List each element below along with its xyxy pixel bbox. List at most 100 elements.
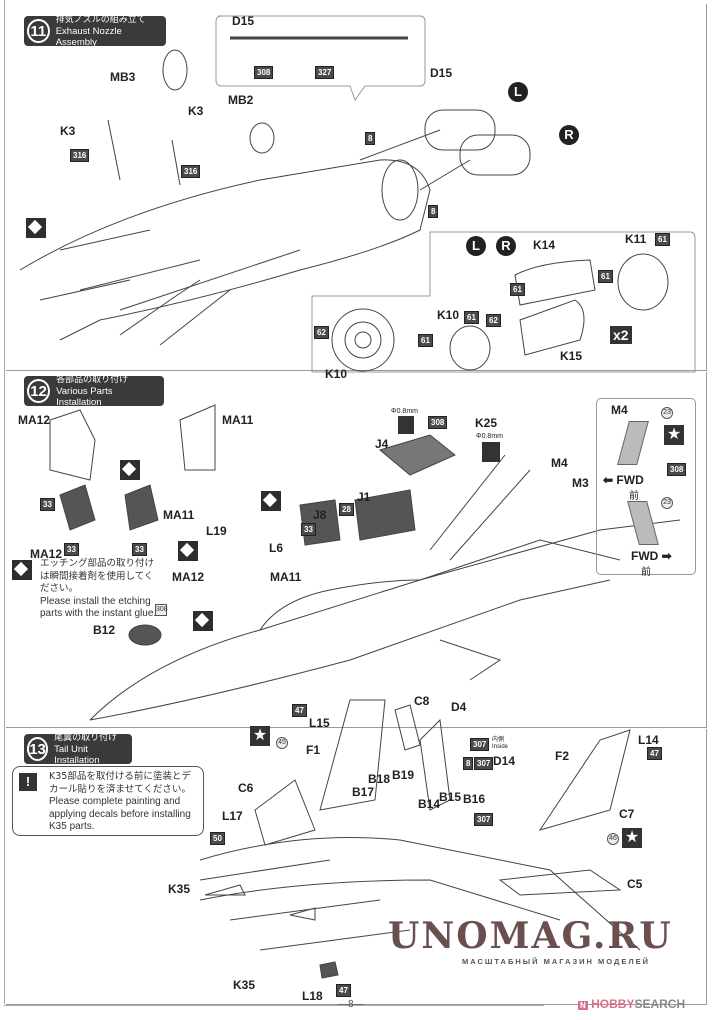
- paint-code: 327: [315, 66, 335, 79]
- part-label: B17: [352, 785, 375, 799]
- decal-number: 23: [661, 497, 673, 509]
- part-label: L17: [222, 809, 243, 823]
- step-title-jp: 各部品の取り付け: [56, 374, 129, 385]
- paint-code: 47: [647, 747, 662, 760]
- step-title-en: Exhaust Nozzle Assembly: [55, 25, 122, 48]
- part-label: D14: [493, 754, 516, 768]
- part-label: F1: [306, 743, 321, 757]
- part-label: M4: [611, 403, 628, 417]
- paint-code: 50: [210, 832, 225, 845]
- decal-number: 45: [276, 737, 288, 749]
- part-label: F2: [555, 749, 570, 763]
- hobby-text: HOBBY: [591, 997, 635, 1011]
- decal-number: 23: [661, 407, 673, 419]
- paint-code: 47: [336, 984, 351, 997]
- part-label: C6: [238, 781, 254, 795]
- left-edge-line: [4, 0, 5, 1004]
- star-symbol: ★: [664, 425, 684, 445]
- inside-jp: 内側: [492, 737, 505, 743]
- drill-icon: [482, 442, 500, 462]
- paint-code: 316: [70, 149, 90, 162]
- star-symbol: ★: [622, 828, 642, 848]
- part-label: D15: [430, 66, 453, 80]
- decal-stripe: [627, 501, 659, 545]
- etching-note: エッチング部品の取り付けは瞬間接着剤を使用してください。 Please inst…: [12, 558, 162, 621]
- part-label: B16: [463, 792, 486, 806]
- etching-glue-symbol: [12, 560, 32, 580]
- fwd-jp: 前: [629, 491, 639, 502]
- paint-code: 308: [254, 66, 274, 79]
- search-text: SEARCH: [634, 997, 686, 1011]
- painting-note: ! K35部品を取付ける前に塗装とデカール貼りを済ませてください。 Please…: [12, 766, 204, 836]
- paint-code: 308: [428, 416, 448, 429]
- decal-number: 46: [607, 833, 619, 845]
- paint-code: 61: [598, 270, 613, 283]
- fuselage-outline-12: [89, 519, 681, 721]
- part-label: K35: [233, 978, 256, 992]
- paint-code: 61: [464, 311, 479, 324]
- watermark-subtitle: МАСШТАБНЫЙ МАГАЗИН МОДЕЛЕЙ: [462, 957, 651, 966]
- part-label: K3: [60, 124, 76, 138]
- watermark-logo: UNOMAG.RU: [388, 915, 673, 957]
- paint-code: 316: [181, 165, 201, 178]
- step-number: 13: [27, 737, 49, 761]
- fwd-jp: 前: [641, 567, 651, 578]
- part-label: C7: [619, 807, 635, 821]
- paint-code: 307: [474, 813, 494, 826]
- decal-stripe: [617, 421, 649, 465]
- note-jp: K35部品を取付ける前に塗装とデカール貼りを済ませてください。: [49, 771, 191, 795]
- step-12-frame: [6, 372, 707, 728]
- part-label: B12: [93, 623, 116, 637]
- step-12-header: 12 各部品の取り付け Various Parts Installation: [24, 374, 164, 408]
- part-label: L15: [309, 716, 330, 730]
- part-label: K3: [188, 104, 204, 118]
- footer-line: [4, 1005, 544, 1006]
- part-label: B18: [368, 772, 391, 786]
- part-label: L14: [638, 733, 659, 747]
- paint-code: 61: [655, 233, 670, 246]
- note-en: Please complete painting and applying de…: [49, 796, 191, 832]
- fwd-label: FWD: [616, 473, 644, 487]
- page-number: —8—: [338, 999, 364, 1010]
- hobby-search-logo: N HOBBYSEARCH: [578, 997, 685, 1011]
- drill-icon: [398, 416, 414, 434]
- paint-code: 33: [132, 543, 147, 556]
- part-label: K15: [560, 349, 583, 363]
- part-label: K10: [325, 367, 348, 381]
- step-title-jp: 尾翼の取り付け: [54, 732, 118, 743]
- etching-glue-symbol: [120, 460, 140, 480]
- decal-placement-box: M4 23 ★ 308 ⬅ FWD 前 23 FWD ➡ 前: [596, 398, 696, 578]
- fuselage-outline: [19, 159, 431, 341]
- etching-glue-symbol: [193, 611, 213, 631]
- paint-code: 61: [418, 334, 433, 347]
- etching-glue-symbol: [261, 491, 281, 511]
- fwd-right: FWD ➡ 前: [631, 549, 672, 578]
- paint-code: 28: [339, 503, 354, 516]
- part-label: MB2: [228, 93, 254, 107]
- part-label: M4: [551, 456, 568, 470]
- part-label: B19: [392, 768, 415, 782]
- part-label: J8: [313, 508, 327, 522]
- paint-code: 33: [301, 523, 316, 536]
- paint-code: 308: [667, 463, 687, 476]
- step-13-header: 13 尾翼の取り付け Tail Unit Installation: [24, 732, 132, 766]
- paint-code: 307: [474, 757, 494, 770]
- paint-code: 47: [292, 704, 307, 717]
- paint-code: 33: [64, 543, 79, 556]
- left-marker: L: [466, 236, 486, 256]
- part-label: J4: [375, 437, 389, 451]
- paint-code: 61: [510, 283, 525, 296]
- part-label: B14: [418, 797, 441, 811]
- paint-code: 62: [314, 326, 329, 339]
- arrow-right-icon: ➡: [661, 549, 672, 563]
- part-label: L6: [269, 541, 284, 555]
- multiplier-badge: x2: [610, 326, 632, 344]
- note-jp: エッチング部品の取り付けは瞬間接着剤を使用してください。: [40, 558, 155, 594]
- fwd-left: ⬅ FWD 前: [603, 473, 644, 502]
- paint-code: 308: [155, 604, 168, 616]
- arrow-left-icon: ⬅: [603, 473, 614, 487]
- paint-code: 33: [40, 498, 55, 511]
- part-label: K35: [168, 882, 191, 896]
- step-13-frame: [6, 729, 707, 1005]
- etching-glue-symbol: [26, 218, 46, 238]
